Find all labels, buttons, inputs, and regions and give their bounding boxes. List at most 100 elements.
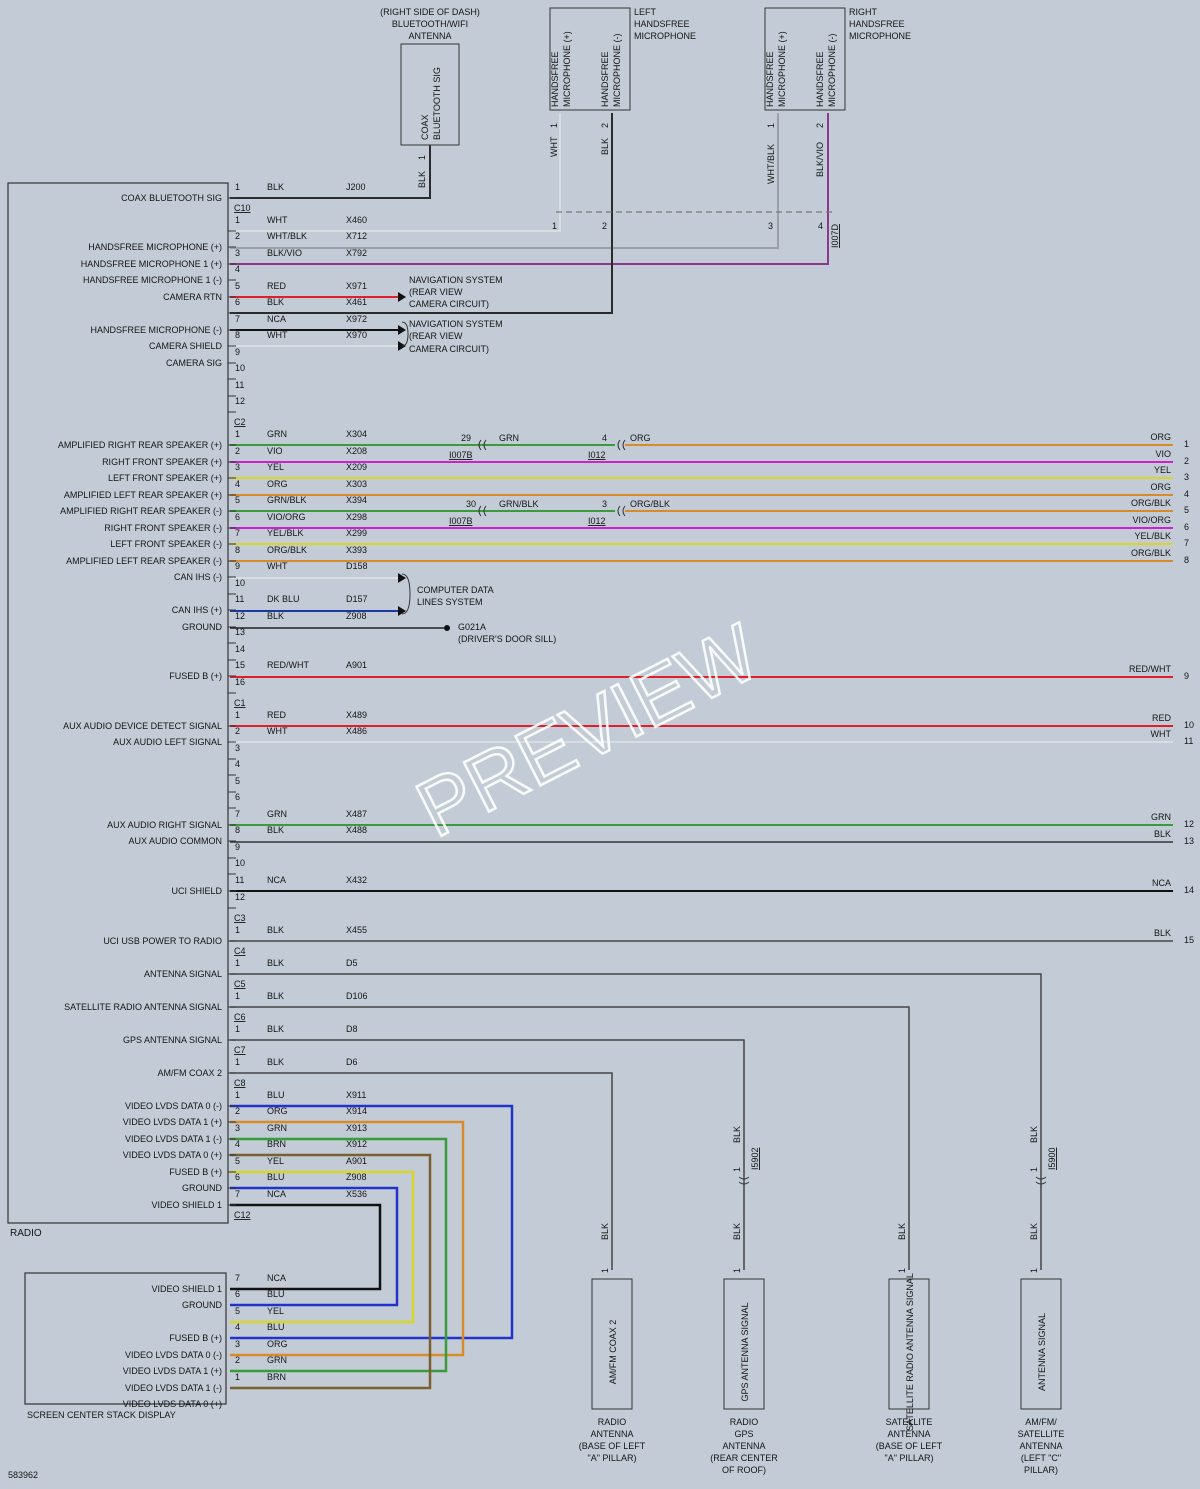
wire-j200 [230,145,431,199]
right-wire-color: RED/WHT [1129,664,1171,674]
right-mic-title: MICROPHONE [849,31,911,41]
antenna-splice: I5900 [1047,1147,1057,1170]
wire-color: WHT [267,330,288,340]
pin-number: 11 [235,380,244,390]
pin-number: 8 [235,825,240,835]
circuit-id: X792 [346,248,367,258]
display-pin: 4 [235,1322,240,1332]
circuit-id: X455 [346,925,367,935]
mic-wire: WHT/BLK [766,144,776,184]
pin-number: 5 [235,1156,240,1166]
inline-connector [478,505,487,517]
right-wire-color: GRN [1151,812,1171,822]
right-wire-color: VIO/ORG [1132,515,1171,525]
mic-pin: 1 [549,123,559,128]
pin-label: AMPLIFIED RIGHT REAR SPEAKER (-) [60,506,222,516]
right-mic-pin-label: MICROPHONE (+) [777,31,787,107]
display-pin-label: VIDEO LVDS DATA 1 (+) [123,1366,222,1376]
splice-color: GRN [499,433,519,443]
pin-label: CAMERA SIG [166,358,222,368]
pin-label: SATELLITE RADIO ANTENNA SIGNAL [64,1002,222,1012]
computer-label: COMPUTER DATA [417,585,494,595]
display-pin-label: FUSED B (+) [169,1333,222,1343]
radio-label: RADIO [10,1228,42,1239]
antenna-pin: 1 [732,1268,742,1273]
pin-label: FUSED B (+) [169,671,222,681]
pin-number: 1 [235,710,240,720]
display-wire-color: BLU [267,1289,285,1299]
wire-color: DK BLU [267,594,300,604]
right-mic-pin-label: HANDSFREE [765,51,775,107]
circuit-id: Z908 [346,611,367,621]
bt-sig: COAX [420,114,430,140]
connector-id: C1 [234,698,246,708]
wire-lvds [230,1203,382,1291]
wire-d106 [230,1006,910,1270]
pin-number: 11 [235,594,244,604]
antenna-inline-connector [1035,1176,1047,1185]
antenna-wire-color: BLK [600,1223,610,1240]
wire-color: BLK [267,1024,284,1034]
circuit-id: D6 [346,1057,358,1067]
antenna-pin: 1 [897,1268,907,1273]
pin-number: 1 [235,215,240,225]
antenna-location: PILLAR) [1024,1465,1058,1475]
circuit-id: X972 [346,314,367,324]
right-wire-color: VIO [1155,449,1171,459]
circuit-id: D158 [346,561,368,571]
circuit-id: X394 [346,495,367,505]
wire-color: RED [267,281,287,291]
circuit-id: X393 [346,545,367,555]
nav-label: CAMERA CIRCUIT) [409,299,489,309]
nav-label: CAMERA CIRCUIT) [409,344,489,354]
right-wire-number: 3 [1184,472,1189,482]
circuit-id: X911 [346,1090,366,1100]
connector-id: C2 [234,417,246,427]
antenna-box [591,1278,633,1410]
circuit-id: A901 [346,1156,367,1166]
mic-pin: 2 [815,123,825,128]
splice-color: ORG [630,433,651,443]
left-mic-title: HANDSFREE [634,19,690,29]
antenna-upper-wire: BLK [1029,1126,1039,1143]
antenna-upper-wire: BLK [732,1126,742,1143]
wire-color: BLK [267,182,284,192]
antenna-wire-color: BLK [897,1223,907,1240]
antenna-pin: 1 [1029,1268,1039,1273]
display-pin: 5 [235,1306,240,1316]
antenna-signal: SATELLITE RADIO ANTENNA SIGNAL [905,1273,915,1431]
circuit-id: D8 [346,1024,358,1034]
inline-connector [617,505,626,517]
antenna-location: ANTENNA [590,1429,633,1439]
wire-color: WHT [267,215,288,225]
antenna-inline-connector [738,1176,750,1185]
right-wire-color: BLK [1154,928,1171,938]
antenna-location: ANTENNA [1019,1441,1062,1451]
arrow-head [398,573,406,583]
right-wire-color: BLK [1154,829,1171,839]
pin-number: 5 [235,281,240,291]
display-pin: 7 [235,1273,240,1283]
bt-sig: BLUETOOTH SIG [432,67,442,140]
pin-number: 9 [235,561,240,571]
pin-label: CAN IHS (+) [172,605,222,615]
antenna-location: GPS [734,1429,753,1439]
circuit-id: X913 [346,1123,367,1133]
pin-label: ANTENNA SIGNAL [144,969,222,979]
ground-label: (DRIVER'S DOOR SILL) [458,634,556,644]
wire-color: BLK [267,611,284,621]
splice-id: I012 [588,450,606,460]
pin-number: 3 [235,743,240,753]
right-mic-pin-label: MICROPHONE (-) [827,34,837,108]
circuit-id: X712 [346,231,367,241]
pin-number: 1 [235,925,240,935]
wire-lvds [230,1170,415,1324]
computer-label: LINES SYSTEM [417,597,483,607]
right-mic-pin-label: HANDSFREE [815,51,825,107]
circuit-id: X487 [346,809,367,819]
pin-label: CAMERA SHIELD [149,341,223,351]
pin-label: COAX BLUETOOTH SIG [121,193,222,203]
display-pin: 2 [235,1355,240,1365]
right-wire-number: 2 [1184,456,1189,466]
pin-label: GROUND [182,1183,222,1193]
